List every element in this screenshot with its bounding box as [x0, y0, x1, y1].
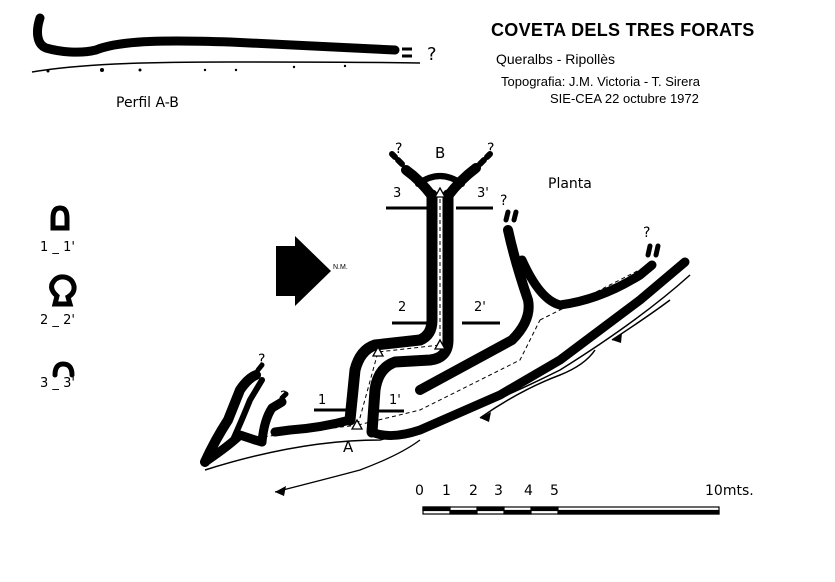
- profile-ceiling-line: [33, 13, 400, 57]
- west-branch-1: [200, 370, 261, 467]
- north-arrow-icon: [276, 236, 331, 306]
- plan-section-2-right: 2': [474, 300, 486, 315]
- b-dash-left: [389, 151, 405, 167]
- section-3-shape: [52, 361, 75, 378]
- north-label: N.M.: [333, 264, 348, 271]
- east-branch-top-wall: [517, 255, 657, 310]
- section-1-sep: _: [52, 240, 59, 255]
- section-3-sep: _: [52, 376, 59, 391]
- unknown-mark-b-left: ?: [395, 141, 403, 157]
- scale-seg-6: [557, 509, 720, 515]
- scale-end-label: 10mts.: [705, 483, 754, 499]
- west-gallery-north-wall: [270, 415, 355, 437]
- unknown-mark-b-right: ?: [487, 141, 495, 157]
- stream-arrow-1: [275, 486, 286, 496]
- scale-tick-2: 2: [469, 483, 478, 499]
- section-3-right: 3': [63, 376, 75, 391]
- survey-stations: [350, 186, 447, 430]
- section-2-legend: 2 _ 2': [40, 313, 75, 328]
- north-passage-right-wall: [366, 189, 454, 438]
- scale-seg-4: [503, 509, 532, 515]
- section-2-sep: _: [52, 313, 59, 328]
- west-branch-1-inner: [229, 377, 265, 445]
- river-bank: [204, 274, 691, 471]
- plan-label: Planta: [548, 176, 592, 192]
- west-dash-2: [279, 391, 289, 401]
- unknown-mark-west-1: ?: [258, 352, 266, 368]
- plan-section-1-right: 1': [389, 393, 401, 408]
- scale-seg-3: [476, 506, 505, 512]
- section-3-left: 3: [40, 376, 49, 391]
- stream-1: [274, 439, 421, 493]
- cross-sections: [49, 205, 77, 378]
- section-1-left: 1: [40, 240, 49, 255]
- plan-section-3-left: 3: [393, 186, 402, 201]
- north-passage-left-wall: [344, 189, 438, 426]
- scale-seg-1: [422, 506, 451, 512]
- point-b-label: B: [435, 144, 446, 162]
- plan-section-1-left: 1: [318, 393, 327, 408]
- east-dash: [503, 209, 519, 223]
- section-1-legend: 1 _ 1': [40, 240, 75, 255]
- stream-arrow-3: [612, 333, 622, 343]
- survey-group-date: SIE-CEA 22 octubre 1972: [550, 91, 699, 106]
- section-2-left: 2: [40, 313, 49, 328]
- scale-tick-1: 1: [442, 483, 451, 499]
- scale-tick-5: 5: [550, 483, 559, 499]
- scale-tick-0: 0: [415, 483, 424, 499]
- section-2-shape: [49, 274, 77, 307]
- profile-floor-line: [31, 61, 421, 73]
- section-1-shape: [50, 205, 70, 231]
- scale-seg-5: [530, 506, 559, 512]
- profile-section: [31, 13, 421, 73]
- stream-arrows: [275, 333, 622, 496]
- profile-dash-1: [402, 47, 412, 58]
- scale-bar: [422, 506, 720, 515]
- profile-unknown-mark: ?: [427, 44, 437, 65]
- profile-label: Perfil A-B: [116, 95, 179, 111]
- plan-section-2-left: 2: [398, 300, 407, 315]
- survey-centerline: [239, 192, 656, 441]
- unknown-mark-far-east: ?: [643, 225, 651, 241]
- station-b: [433, 186, 447, 198]
- scale-tick-4: 4: [524, 483, 533, 499]
- scale-seg-2: [449, 509, 478, 515]
- plan-section-3-right: 3': [477, 186, 489, 201]
- west-branch-2: [257, 397, 287, 447]
- topography-credit: Topografia: J.M. Victoria - T. Sirera: [501, 74, 700, 89]
- profile-floor-dots: [46, 64, 347, 73]
- plan-section-lines: [314, 206, 500, 413]
- far-east-dash: [645, 243, 661, 258]
- stream-arrow-2: [480, 412, 491, 422]
- west-dash-1: [255, 362, 265, 373]
- station-a: [350, 418, 364, 430]
- b-fork-top: [415, 173, 465, 187]
- unknown-mark-east-branch: ?: [500, 193, 508, 209]
- section-1-right: 1': [63, 240, 75, 255]
- main-gallery-south-wall: [367, 257, 690, 440]
- scale-tick-3: 3: [494, 483, 503, 499]
- point-a-label: A: [343, 438, 354, 456]
- plan-passages: [200, 151, 690, 467]
- section-2-right: 2': [63, 313, 75, 328]
- station-mid-1: [433, 338, 447, 350]
- station-mid-2: [371, 345, 385, 357]
- map-title: COVETA DELS TRES FORATS: [491, 20, 755, 40]
- stream-2: [479, 349, 596, 419]
- east-branch-west-wall: [415, 225, 534, 395]
- location-label: Queralbs - Ripollès: [496, 51, 616, 67]
- section-3-legend: 3 _ 3': [40, 376, 75, 391]
- b-dash-right: [477, 151, 493, 167]
